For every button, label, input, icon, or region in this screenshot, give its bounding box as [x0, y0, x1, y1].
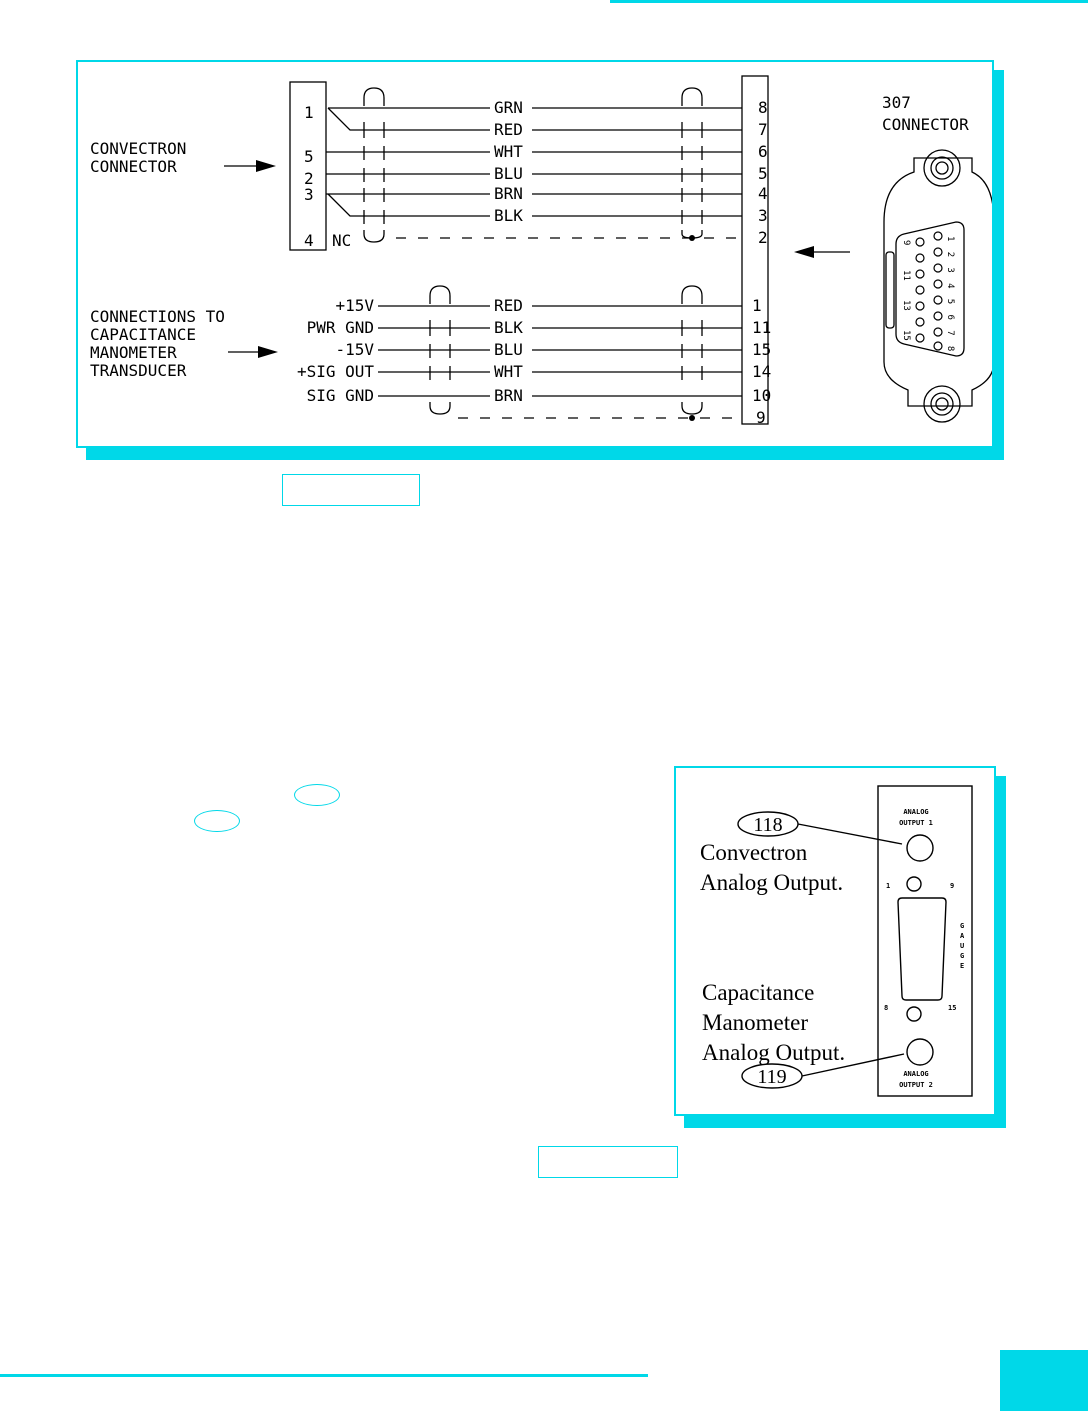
dsub-pin-label: 13: [901, 300, 911, 311]
convectron-pin: 3: [304, 185, 314, 204]
connector-307-pin: 2: [758, 228, 768, 247]
callout-oval: [294, 784, 340, 806]
rear-panel-diagram: 118 119 Convectron Analog Output. Capaci…: [700, 785, 973, 1097]
connector-307-label-line2: CONNECTOR: [882, 115, 969, 134]
convectron-output-label: Analog Output.: [700, 870, 843, 895]
signal-label: SIG GND: [307, 386, 374, 405]
connector-307-pin: 5: [758, 164, 768, 183]
capman-label-line3: MANOMETER: [90, 343, 177, 362]
signal-label: +15V: [335, 296, 374, 315]
page-tab: [1000, 1350, 1088, 1411]
connector-307-pin: 14: [752, 362, 771, 381]
convectron-pin: 2: [304, 169, 314, 188]
output2-label: OUTPUT 2: [899, 1081, 933, 1089]
top-rule: [610, 0, 1088, 3]
connector-307-pin: 3: [758, 206, 768, 225]
output1-label: OUTPUT 1: [899, 819, 933, 827]
dsub-pin-label: 1: [945, 236, 955, 241]
capman-label-line4: TRANSDUCER: [90, 361, 187, 380]
wire-color: RED: [494, 296, 523, 315]
pin-label: 8: [884, 1004, 888, 1012]
connector-307-pin: 4: [758, 184, 768, 203]
gauge-letter: A: [960, 932, 965, 940]
output-figure-panel: 118 119 Convectron Analog Output. Capaci…: [674, 766, 996, 1116]
connector-307-pin: 15: [752, 340, 771, 359]
convectron-connector-block: [289, 81, 327, 251]
gauge-letter: E: [960, 962, 964, 970]
dsub-pin-label: 11: [901, 270, 911, 281]
connector-307-pin: 6: [758, 142, 768, 161]
connector-307-pin: 10: [752, 386, 771, 405]
bottom-rule: [0, 1374, 648, 1377]
dsub-pin-label: 2: [945, 252, 955, 257]
convectron-label-line1: CONVECTRON: [90, 139, 186, 158]
dsub-pin-label: 6: [945, 315, 955, 320]
connector-307-pin: 1: [752, 296, 762, 315]
wire-color: BLU: [494, 340, 523, 359]
capman-label-line1: CONNECTIONS TO: [90, 307, 225, 326]
callout-oval: [194, 810, 240, 832]
dsub-pin-label: 4: [945, 283, 955, 288]
dsub-pin-label: 7: [945, 330, 955, 335]
wire-color: BRN: [494, 184, 523, 203]
dsub-pin-label: 8: [945, 346, 955, 351]
capman-output-label: Capacitance: [702, 980, 814, 1005]
output2-label: ANALOG: [903, 1070, 928, 1078]
signal-label: -15V: [335, 340, 374, 359]
wire-color: BLK: [494, 318, 523, 337]
gauge-letter: G: [960, 952, 964, 960]
connector-307-label-line1: 307: [882, 93, 911, 112]
wire-color: WHT: [494, 362, 523, 381]
connector-307-pin: 8: [758, 98, 768, 117]
dsub-pin-label: 5: [945, 299, 955, 304]
callout-119: 119: [757, 1066, 786, 1088]
connector-307-pin: 7: [758, 120, 768, 139]
pin-label: 15: [948, 1004, 956, 1012]
gauge-letter: G: [960, 922, 964, 930]
convectron-pin: 1: [304, 103, 314, 122]
capman-label-line2: CAPACITANCE: [90, 325, 196, 344]
figure-caption-box: [282, 474, 420, 506]
pin-label: 9: [950, 882, 954, 890]
wire-color: BRN: [494, 386, 523, 405]
connector-307-pin: 9: [756, 408, 766, 427]
dsub-pin-label: 3: [945, 267, 955, 272]
convectron-pin: 4: [304, 231, 314, 250]
gauge-letter: U: [960, 942, 964, 950]
signal-label: +SIG OUT: [297, 362, 374, 381]
wire-color: BLK: [494, 206, 523, 225]
wire-color: BLU: [494, 164, 523, 183]
convectron-output-label: Convectron: [700, 840, 808, 865]
capman-output-label: Manometer: [702, 1010, 808, 1035]
convectron-label-line2: CONNECTOR: [90, 157, 177, 176]
dsub-pin-label: 9: [901, 240, 911, 245]
output1-label: ANALOG: [903, 808, 928, 816]
pin-label: 1: [886, 882, 890, 890]
connector-307-block: [741, 75, 769, 425]
connector-307-pin: 11: [752, 318, 771, 337]
capman-output-label: Analog Output.: [702, 1040, 845, 1065]
wire-color: WHT: [494, 142, 523, 161]
nc-label: NC: [332, 231, 351, 250]
wire-color: GRN: [494, 98, 523, 117]
wire-color: RED: [494, 120, 523, 139]
figure-caption-box: [538, 1146, 678, 1178]
dsub-pin-label: 15: [901, 330, 911, 341]
signal-label: PWR GND: [307, 318, 374, 337]
convectron-pin: 5: [304, 147, 314, 166]
callout-118: 118: [753, 814, 782, 836]
